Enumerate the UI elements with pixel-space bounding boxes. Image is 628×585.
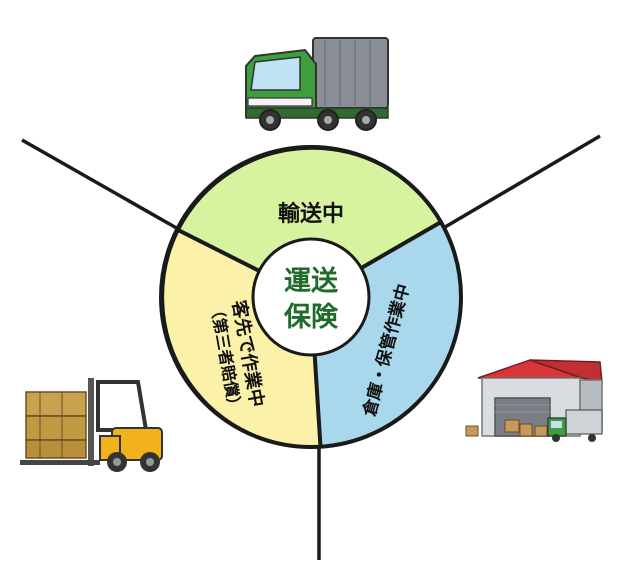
center-label-line2: 保険 bbox=[283, 302, 339, 333]
ring-border bbox=[159, 145, 463, 449]
divider-line-right bbox=[439, 134, 601, 232]
warehouse-icon bbox=[465, 359, 603, 442]
segment-transit-label: 輸送中 bbox=[278, 201, 344, 227]
center-circle bbox=[251, 237, 371, 357]
truck-icon bbox=[245, 37, 389, 131]
forklift-icon bbox=[20, 378, 163, 472]
divider-line-left bbox=[21, 138, 181, 232]
center-label-line1: 運送 bbox=[284, 266, 338, 297]
